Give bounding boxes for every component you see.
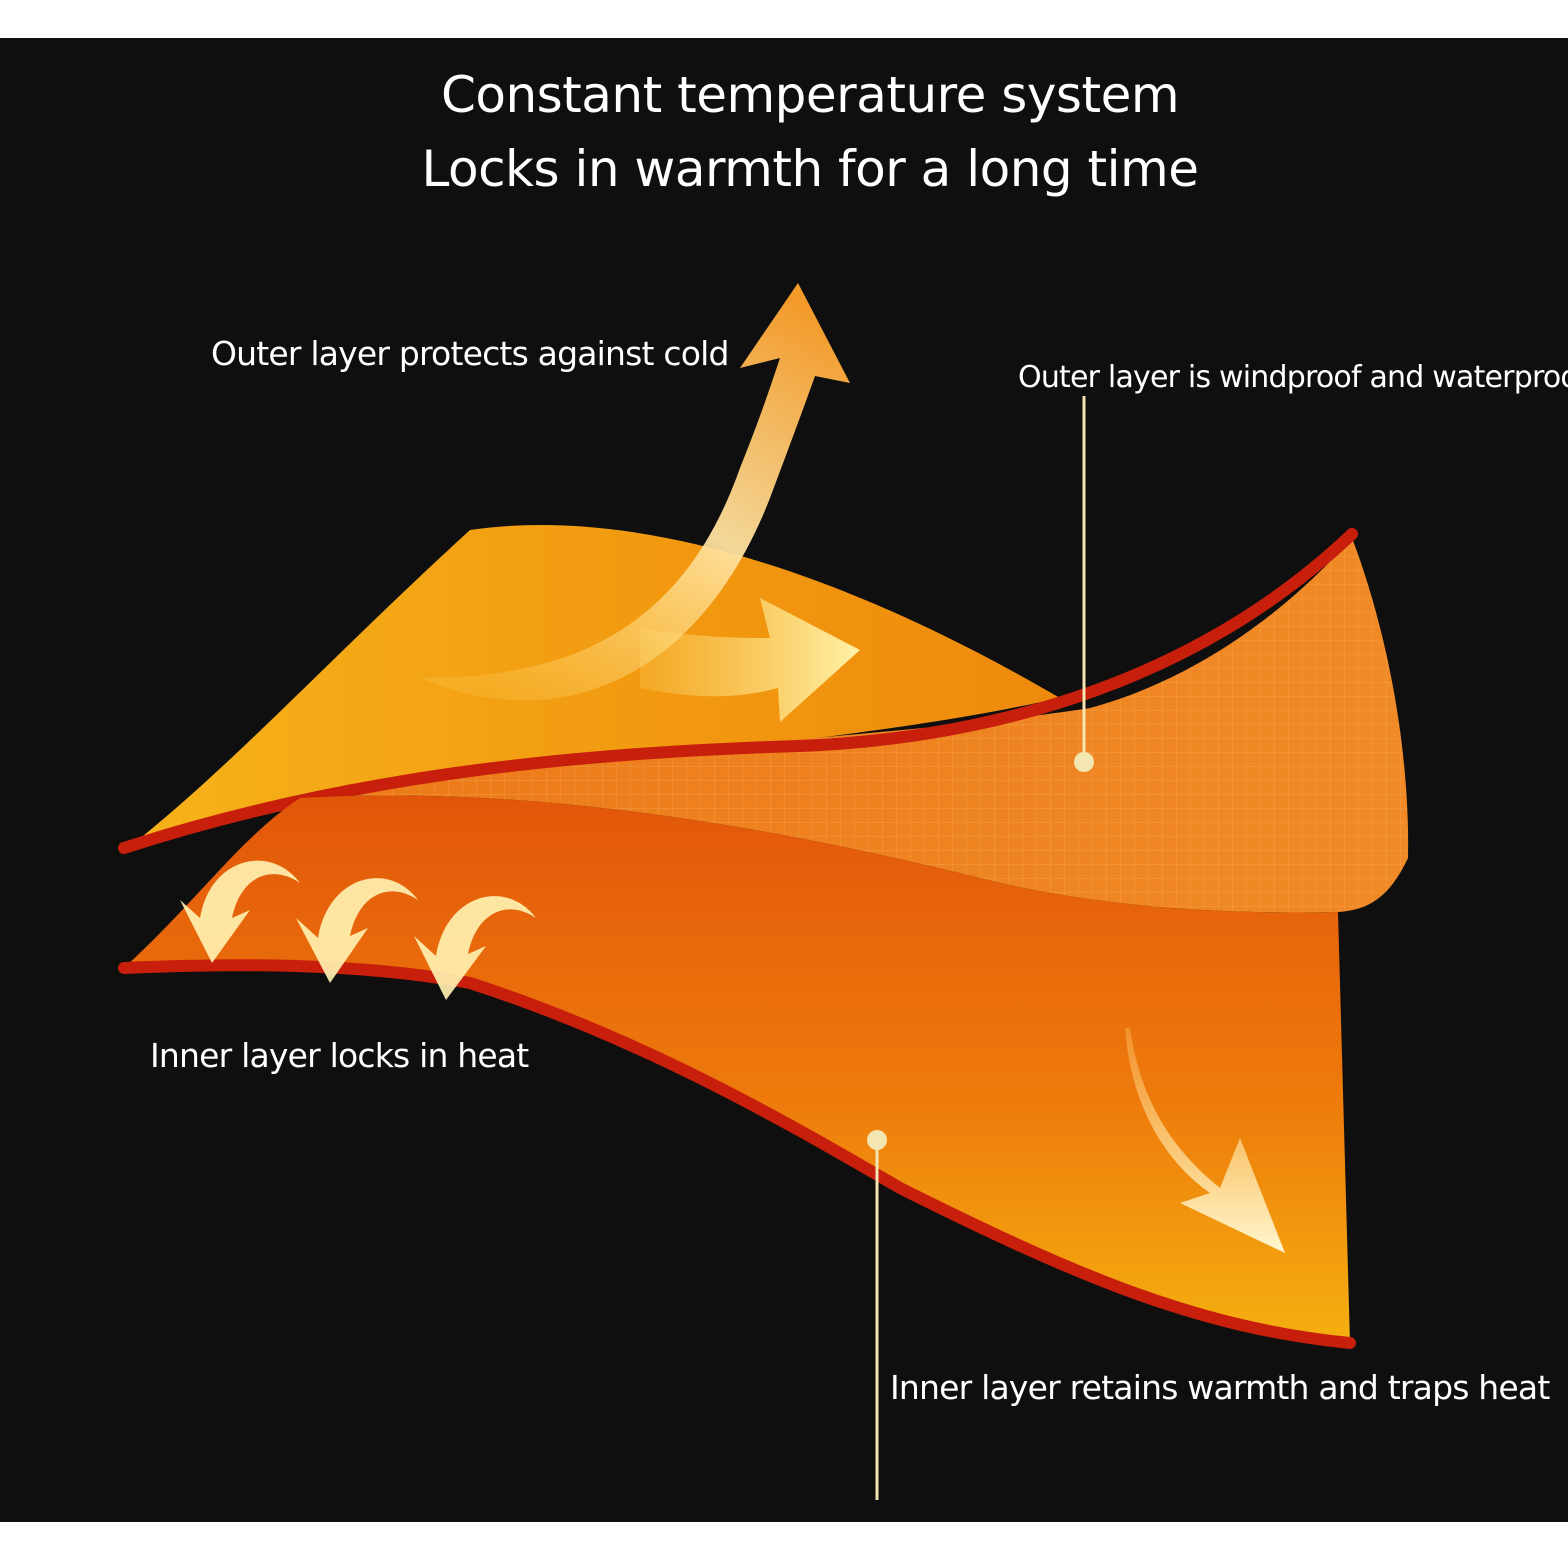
- fabric-layers-illustration: [118, 283, 1409, 1500]
- heat-retain-arrow: [1125, 1028, 1285, 1253]
- retain-pointer-dot: [867, 1130, 887, 1150]
- inner-layer-edge: [118, 959, 1356, 1349]
- label-inner-retains: Inner layer retains warmth and traps hea…: [890, 1368, 1550, 1407]
- label-outer-cold: Outer layer protects against cold: [211, 334, 729, 373]
- title-line-2: Locks in warmth for a long time: [421, 140, 1199, 198]
- heat-flow-right-arrow: [640, 598, 860, 722]
- heat-escape-arrow: [420, 283, 850, 701]
- label-inner-locks: Inner layer locks in heat: [150, 1036, 529, 1075]
- diagram-stage: Constant temperature system Locks in war…: [0, 38, 1568, 1522]
- inner-layer-shape: [124, 795, 1350, 1343]
- heat-lock-arrows: [180, 860, 536, 1000]
- windproof-pointer-dot: [1074, 752, 1094, 772]
- title-line-1: Constant temperature system: [440, 66, 1180, 124]
- outer-layer-edge: [118, 528, 1358, 854]
- label-outer-windproof: Outer layer is windproof and waterproof: [1018, 360, 1568, 395]
